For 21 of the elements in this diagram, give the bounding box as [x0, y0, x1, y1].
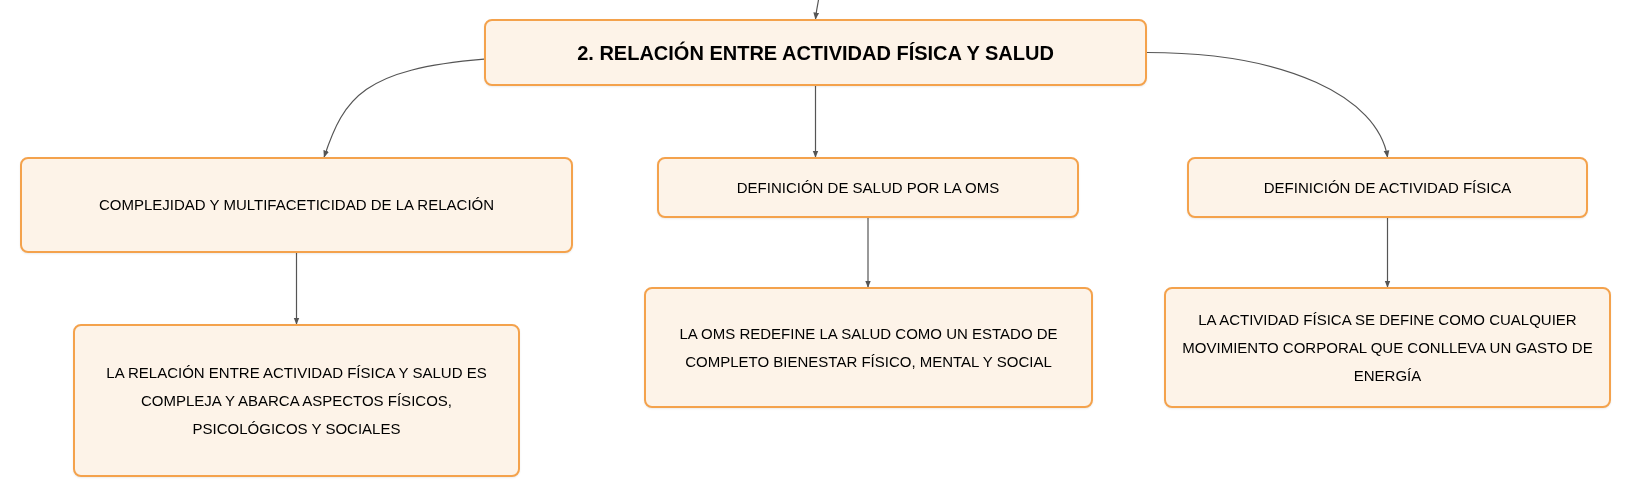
subtopic-box — [1164, 287, 1611, 408]
topic-text: LA RELACIÓN ENTRE ACTIVIDAD FÍSICA Y SALUD ES COMPLEJA Y ABARCA ASPECTOS FÍSICOS, PSICOLÓGICOS Y SOCIALES — [105, 362, 488, 439]
arrow — [1384, 217, 1391, 288]
topic-box — [484, 19, 1147, 86]
topic-text: LA ACTIVIDAD FÍSICA SE DEFINE COMO CUALQUIER MOVIMIENTO CORPORAL QUE CONLLEVA UN GASTO DE ENERGÍA — [1181, 309, 1594, 386]
arrow — [1146, 51, 1389, 158]
subtopic-box — [644, 287, 1093, 408]
arrow — [323, 58, 485, 158]
topic-text: LA OMS REDEFINE LA SALUD COMO UN ESTADO DE COMPLETO BIENESTAR FÍSICO, MENTAL Y SOCIAL — [678, 323, 1059, 372]
subtopic-box — [1187, 157, 1588, 218]
topic-text: DEFINICIÓN DE SALUD POR LA OMS — [736, 177, 1000, 198]
topic-text: COMPLEJIDAD Y MULTIFACETICIDAD DE LA RELACIÓN — [98, 195, 495, 215]
topic-title: 2. RELACIÓN ENTRE ACTIVIDAD FÍSICA Y SALUD — [577, 40, 1054, 66]
arrow — [812, 85, 819, 158]
topic-text: DEFINICIÓN DE ACTIVIDAD FÍSICA — [1263, 177, 1512, 198]
arrow — [813, 0, 820, 20]
subtopic-box — [657, 157, 1079, 218]
subtopic-box — [73, 324, 520, 477]
arrow — [865, 217, 871, 288]
arrow — [293, 252, 300, 325]
subtopic-box — [20, 157, 573, 253]
